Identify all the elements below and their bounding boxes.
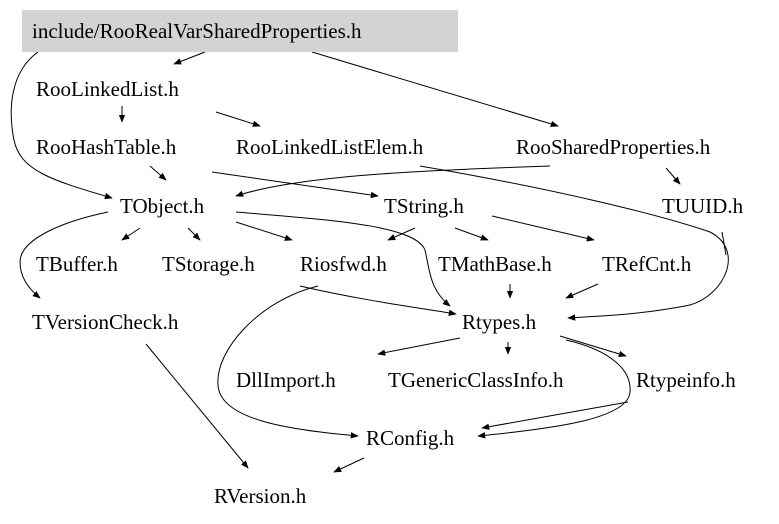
node-roolinkedlist[interactable]: RooLinkedList.h [36, 77, 179, 101]
nodes: include/RooRealVarSharedProperties.h Roo… [22, 10, 744, 508]
edge-tstring-trefcnt [491, 215, 595, 242]
edge-tobject-riosfwd [235, 221, 293, 241]
edge-riosfwd-rtypes [299, 285, 457, 316]
edge-tobject-tstorage [187, 227, 201, 241]
node-roohashtable[interactable]: RooHashTable.h [36, 135, 177, 159]
node-tbuffer[interactable]: TBuffer.h [36, 252, 118, 276]
edge-root-tobject [10, 51, 113, 200]
edge-riosfwd-rconfig [217, 285, 359, 439]
edge-root-roosharedproperties [311, 51, 559, 127]
node-tgenericclassinfo[interactable]: TGenericClassInfo.h [388, 368, 564, 392]
node-rversion[interactable]: RVersion.h [214, 484, 307, 508]
edge-tversioncheck-rversion [145, 343, 249, 469]
edge-rtypes-rtypeinfo [559, 335, 627, 357]
node-rtypes[interactable]: Rtypes.h [462, 310, 537, 334]
node-tstorage[interactable]: TStorage.h [162, 252, 255, 276]
edge-trefcnt-rtypes [565, 283, 599, 299]
edge-rtypeinfo-rconfig [481, 401, 629, 430]
edge-rtypes-rconfig [477, 339, 631, 439]
edge-tobject-rtypes [235, 211, 451, 307]
node-trefcnt[interactable]: TRefCnt.h [602, 252, 692, 276]
edge-rconfig-rversion [333, 457, 365, 473]
edge-roosharedproperties-tuuid [665, 167, 681, 185]
edge-roolinkedlistelem-rtypes [419, 165, 729, 321]
node-tmathbase[interactable]: TMathBase.h [438, 252, 552, 276]
edge-root-roolinkedlist [173, 51, 206, 65]
node-tstring[interactable]: TString.h [384, 194, 464, 218]
edge-tobject-tbuffer [121, 227, 141, 241]
node-root[interactable]: include/RooRealVarSharedProperties.h [32, 19, 362, 43]
node-riosfwd[interactable]: Riosfwd.h [300, 252, 387, 276]
edge-tstring-riosfwd [387, 227, 416, 241]
node-roosharedproperties[interactable]: RooSharedProperties.h [516, 135, 711, 159]
node-dllimport[interactable]: DllImport.h [236, 368, 336, 392]
edge-roohashtable-tobject [149, 165, 167, 181]
node-tuuid[interactable]: TUUID.h [662, 194, 744, 218]
edges [10, 51, 729, 473]
edge-roolinkedlist-roolinkedlistelem [215, 111, 261, 127]
root-node-highlight [22, 10, 458, 52]
node-rtypeinfo[interactable]: Rtypeinfo.h [636, 368, 736, 392]
node-roolinkedlistelem[interactable]: RooLinkedListElem.h [236, 135, 424, 159]
edge-roohashtable-tstring [211, 171, 379, 199]
node-tobject[interactable]: TObject.h [120, 194, 205, 218]
node-tversioncheck[interactable]: TVersionCheck.h [32, 310, 179, 334]
edge-tobject-tversioncheck [19, 211, 109, 299]
node-rconfig[interactable]: RConfig.h [366, 426, 455, 450]
edge-roosharedproperties-tobject [235, 165, 551, 197]
edge-rtypes-dllimport [377, 337, 461, 356]
edge-tuuid-rtypes [721, 231, 727, 256]
edge-tstring-tmathbase [454, 227, 489, 241]
